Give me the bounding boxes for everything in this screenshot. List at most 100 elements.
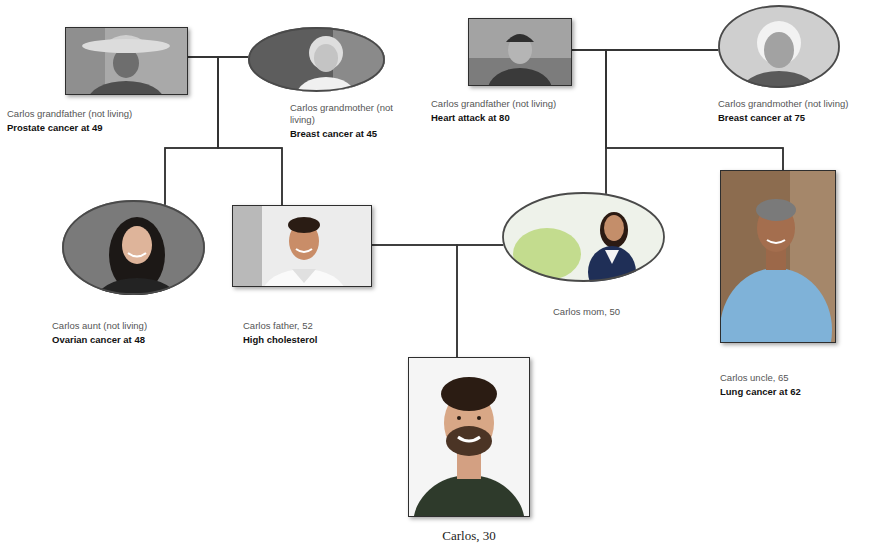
person-body: [95, 278, 179, 326]
family-connector: [606, 50, 783, 170]
caption-block: Carlos, 30: [369, 528, 569, 544]
family-member: Carlos, 30: [369, 357, 569, 544]
person-face: [604, 215, 624, 241]
ellipse-outline: [249, 28, 384, 91]
family-connector: [606, 50, 718, 194]
person-cap: [506, 34, 534, 42]
family-member: Carlos grandfather (not living) Heart att…: [431, 18, 572, 124]
member-name: Carlos grandfather (not living): [7, 108, 167, 120]
ellipse-outline: [503, 193, 664, 281]
caption-block: Carlos grandfather (not living) Heart att…: [431, 98, 566, 124]
person-smile: [296, 249, 312, 252]
person-smile: [458, 437, 480, 441]
member-name: Carlos uncle, 65: [720, 372, 870, 384]
person-face: [764, 32, 794, 68]
family-connector: [572, 50, 606, 194]
ellipse-outline: [62, 200, 205, 295]
family-connector: [165, 57, 218, 205]
person-body: [720, 268, 832, 343]
photo-frame: [65, 27, 188, 95]
person-smile: [128, 253, 146, 257]
photo-frame: [718, 5, 840, 88]
member-name: Carlos, 30: [369, 528, 569, 544]
photo-frame: [232, 205, 372, 287]
photo-frame: [248, 27, 385, 92]
mother-photo: [502, 192, 665, 298]
member-name: Carlos mom, 50: [553, 306, 673, 318]
member-name: Carlos grandmother (not living): [718, 98, 876, 110]
health-condition: Lung cancer at 62: [720, 386, 870, 398]
member-name: Carlos grandfather (not living): [431, 98, 566, 110]
ellipse-outline: [719, 6, 839, 87]
family-member: Carlos grandmother (not living) Breast ca…: [248, 27, 400, 140]
person-face: [314, 44, 338, 72]
person-hair: [600, 212, 628, 248]
photo-ground: [502, 192, 665, 282]
member-name: Carlos grandmother (not living): [290, 102, 400, 126]
person-collar: [292, 269, 316, 283]
caption-block: Carlos grandfather (not living) Prostate …: [7, 108, 167, 134]
family-member: Carlos mom, 50: [502, 192, 673, 318]
photo-frame: [62, 200, 205, 295]
green-chair: [513, 228, 581, 280]
photo-frame: [468, 18, 572, 86]
person-collar: [605, 250, 619, 264]
family-member: Carlos aunt (not living) Ovarian cancer a…: [52, 200, 205, 346]
family-connector: [188, 57, 282, 205]
person-face: [122, 226, 152, 264]
photo-frame: [408, 357, 530, 517]
family-member: Carlos grandfather (not living) Prostate …: [7, 27, 188, 134]
aunt-photo: [62, 200, 205, 326]
photo-frame: [720, 170, 836, 343]
health-condition: Breast cancer at 45: [290, 128, 400, 140]
photo-ground: [65, 27, 105, 95]
person-body: [262, 269, 346, 287]
member-name: Carlos father, 52: [243, 320, 373, 332]
family-connector: [165, 57, 248, 205]
person-hair: [756, 199, 796, 221]
family-connector: [218, 57, 282, 205]
caption-block: Carlos grandmother (not living) Breast ca…: [290, 102, 400, 140]
health-condition: Ovarian cancer at 48: [52, 334, 202, 346]
grandfather-photo: [65, 27, 188, 121]
health-condition: Breast cancer at 75: [718, 112, 876, 124]
person-hair: [288, 217, 320, 233]
photo-ground: [232, 205, 372, 287]
health-condition: Heart attack at 80: [431, 112, 566, 124]
uncle-photo: [720, 170, 836, 392]
person-body: [413, 475, 525, 517]
caption-block: Carlos aunt (not living) Ovarian cancer a…: [52, 320, 202, 346]
family-connector: [457, 245, 503, 357]
family-member: Carlos father, 52 High cholesterol: [232, 205, 373, 346]
father-photo: [232, 205, 372, 321]
person-eye: [457, 416, 461, 420]
ellipse-outline: [63, 201, 204, 294]
person-body: [739, 71, 819, 119]
person-beard: [446, 426, 492, 456]
person-body: [88, 81, 164, 95]
ellipse-outline: [718, 5, 840, 88]
grandfather-photo: [468, 18, 572, 112]
person-smile: [767, 240, 785, 243]
family-member: Carlos uncle, 65 Lung cancer at 62: [720, 170, 870, 398]
health-condition: High cholesterol: [243, 334, 373, 346]
person-hair: [441, 377, 497, 411]
caption-block: Carlos mom, 50: [553, 306, 673, 318]
ellipse-outline: [248, 27, 385, 92]
ellipse-outline: [502, 192, 665, 282]
photo-ground: [232, 205, 262, 287]
caption-block: Carlos grandmother (not living) Breast ca…: [718, 98, 876, 124]
caption-block: Carlos father, 52 High cholesterol: [243, 320, 373, 346]
health-condition: Prostate cancer at 49: [7, 122, 167, 134]
person-hat: [82, 39, 170, 53]
caption-block: Carlos uncle, 65 Lung cancer at 62: [720, 372, 870, 398]
person-eye: [477, 416, 481, 420]
person-body: [488, 68, 552, 86]
photo-frame: [502, 192, 665, 282]
member-name: Carlos aunt (not living): [52, 320, 202, 332]
family-member: Carlos grandmother (not living) Breast ca…: [718, 5, 876, 124]
family-connector: [372, 245, 457, 357]
